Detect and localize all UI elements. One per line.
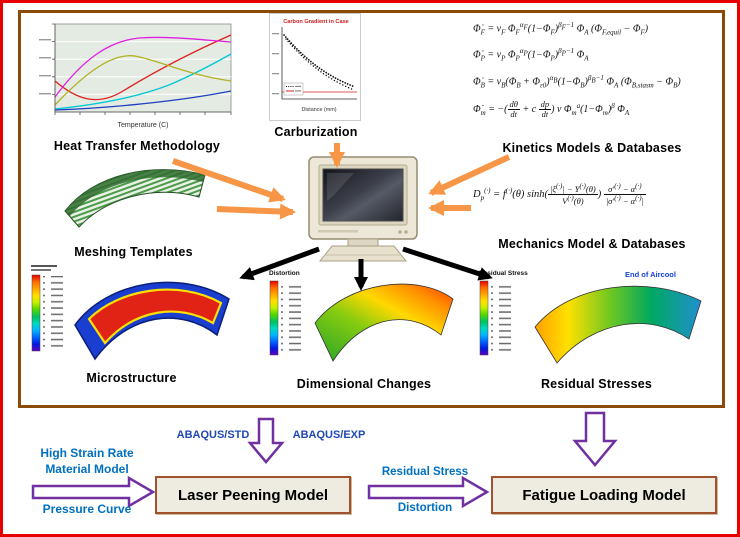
mechanics-label: Mechanics Model & Databases	[498, 237, 686, 251]
color-legend	[31, 274, 41, 352]
carb-chart-title: Carbon Gradient in Case	[283, 19, 349, 25]
monitor-neck	[347, 238, 379, 247]
screen-glare	[327, 173, 354, 201]
fatigue-loading-model-box: Fatigue Loading Model	[491, 476, 717, 514]
arrow-fatigue-down	[572, 411, 618, 467]
computer-monitor	[308, 156, 418, 262]
transfer-residual-stress: Residual Stress	[381, 466, 469, 478]
kinetics-equations: Φ̇F = νF ΦFαF(1−ΦF)βF−1 ΦA (ΦF,equil − Φ…	[473, 21, 721, 131]
axes	[52, 23, 232, 115]
legend-values	[43, 276, 63, 350]
plot-area	[54, 23, 232, 113]
legend-values	[491, 282, 511, 354]
microstructure-label: Microstructure	[86, 371, 177, 385]
monitor-screen	[322, 168, 404, 222]
meshing-label: Meshing Templates	[74, 245, 193, 259]
carburization-chart: Carbon Gradient in Case Distance (mm)	[269, 13, 361, 121]
beam	[534, 285, 702, 364]
kinetics-eq-2: Φ̇P = νP ΦPαP(1−ΦP)βP−1 ΦA	[473, 47, 589, 63]
monitor-base	[318, 245, 408, 262]
color-legend	[269, 280, 279, 356]
res-legend-title: Residual Stress	[479, 270, 528, 277]
heat-xlabel: Temperature (C)	[118, 122, 169, 129]
heat-curves	[54, 34, 232, 111]
gridlines	[55, 41, 231, 95]
dimensional-image: Distortion	[269, 270, 454, 362]
microstructure-image	[31, 265, 230, 361]
data-points	[283, 34, 356, 88]
abaqus-exp-label: ABAQUS/EXP	[292, 429, 366, 441]
transfer-distortion: Distortion	[397, 502, 453, 514]
legend-values	[281, 282, 301, 354]
residual-image: Residual Stress End of Aircool	[479, 270, 702, 364]
beam-core	[87, 288, 223, 345]
heat-transfer-label: Heat Transfer Methodology	[53, 139, 221, 153]
carburization-label: Carburization	[274, 125, 358, 139]
dimensional-label: Dimensional Changes	[296, 377, 432, 391]
data-points-2	[285, 38, 355, 91]
meshing-image	[64, 169, 206, 228]
input-high-strain-rate: High Strain Rate	[40, 446, 134, 460]
laser-peening-model-box: Laser Peening Model	[155, 476, 351, 514]
simulation-panel: Temperature (C) Heat Transfer Methodolog…	[18, 10, 725, 408]
input-material-model: Material Model	[45, 462, 129, 476]
legend-box	[283, 82, 304, 96]
kinetics-eq-3: Φ̇B = νB(ΦB + Φε0)αB(1−ΦB)βB−1 ΦA (ΦB,st…	[473, 73, 681, 89]
vent-slot	[318, 230, 358, 233]
dim-legend-title: Distortion	[269, 270, 300, 277]
aircool-annotation: End of Aircool	[625, 270, 676, 279]
beam	[314, 283, 454, 362]
residual-label: Residual Stresses	[540, 377, 653, 391]
input-pressure-curve: Pressure Curve	[42, 502, 132, 516]
chart-frame	[269, 13, 361, 121]
abaqus-std-label: ABAQUS/STD	[176, 429, 250, 441]
axes	[281, 27, 357, 100]
heat-transfer-chart: Temperature (C)	[39, 23, 232, 129]
color-legend	[479, 280, 489, 356]
mechanics-equation: Dp(·) = f(·)(θ) sinh(|ξ(·)| − Y(·)(θ)V(·…	[473, 182, 646, 206]
kinetics-label: Kinetics Models & Databases	[502, 141, 682, 155]
carb-xlabel: Distance (mm)	[301, 107, 336, 113]
kinetics-eq-1: Φ̇F = νF ΦFαF(1−ΦF)βF−1 ΦA (ΦF,equil − Φ…	[473, 21, 649, 37]
